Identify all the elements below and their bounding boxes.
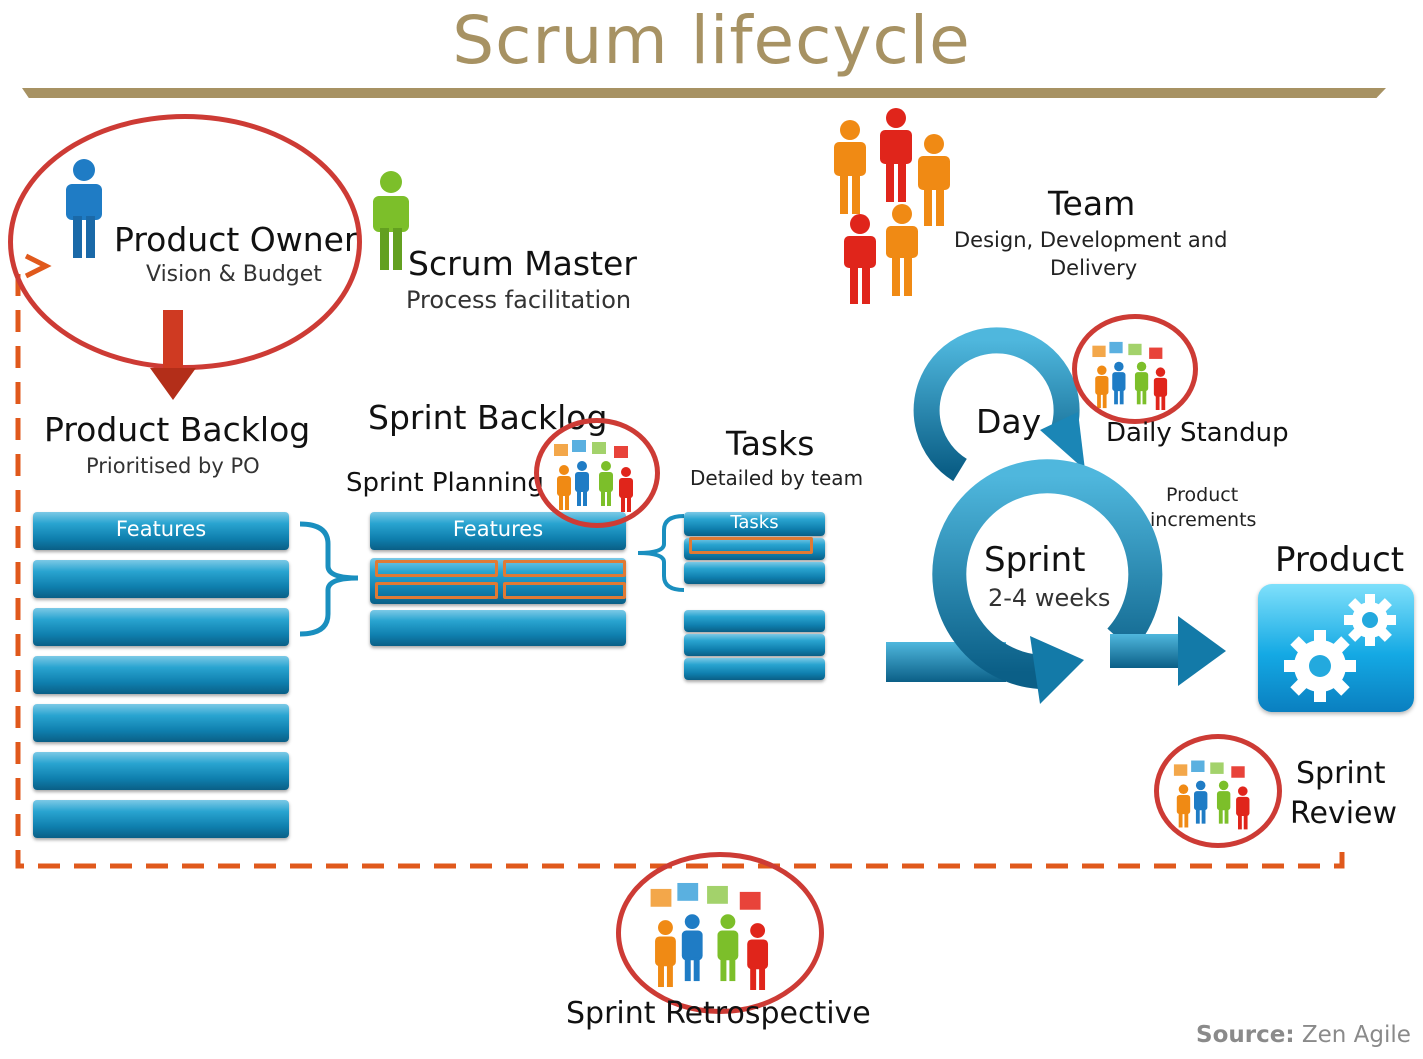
sprint-review-line1: Sprint bbox=[1296, 756, 1386, 791]
sprint-planning-label: Sprint Planning bbox=[346, 468, 544, 498]
title-rule bbox=[22, 88, 1386, 98]
feature-highlight bbox=[375, 582, 498, 599]
task-item bbox=[684, 562, 825, 584]
product-owner-ring bbox=[8, 114, 362, 370]
product-backlog-subtitle: Prioritised by PO bbox=[86, 454, 260, 478]
product-backlog-item bbox=[33, 656, 289, 694]
product-backlog-item bbox=[33, 800, 289, 838]
team-people-icon bbox=[834, 108, 950, 304]
product-backlog-item bbox=[33, 608, 289, 646]
task-item bbox=[684, 538, 825, 560]
gears-icon bbox=[1284, 594, 1396, 702]
retrospective-ring bbox=[616, 852, 824, 1014]
product-label: Product bbox=[1275, 540, 1405, 580]
task-item bbox=[684, 634, 825, 656]
feature-highlight bbox=[375, 560, 498, 577]
down-arrow-icon bbox=[150, 310, 196, 400]
task-brace-icon bbox=[637, 514, 685, 592]
day-label: Day bbox=[976, 402, 1042, 441]
team-desc-line1: Design, Development and bbox=[954, 228, 1228, 252]
product-backlog-header: Features bbox=[33, 512, 289, 550]
product-increments-line2: increments bbox=[1150, 509, 1257, 531]
sprint-label: Sprint bbox=[984, 540, 1086, 580]
sprint-review-ring bbox=[1154, 734, 1282, 848]
product-backlog-title: Product Backlog bbox=[44, 410, 311, 449]
feature-highlight bbox=[503, 560, 626, 577]
product-increments-line1: Product bbox=[1166, 484, 1239, 506]
task-item bbox=[684, 658, 825, 680]
retrospective-label: Sprint Retrospective bbox=[566, 996, 871, 1031]
product-backlog-item bbox=[33, 752, 289, 790]
team-label: Team bbox=[1048, 184, 1136, 223]
product-backlog-item bbox=[33, 704, 289, 742]
page-title: Scrum lifecycle bbox=[452, 2, 971, 79]
source-prefix: Source: bbox=[1196, 1022, 1295, 1048]
sprint-planning-ring bbox=[534, 418, 660, 528]
daily-standup-ring bbox=[1072, 314, 1198, 424]
tasks-header: Tasks bbox=[684, 512, 825, 536]
scrum-master-label: Scrum Master bbox=[408, 244, 637, 283]
daily-standup-label: Daily Standup bbox=[1106, 418, 1289, 448]
sprint-duration: 2-4 weeks bbox=[988, 584, 1111, 612]
task-highlight bbox=[689, 537, 813, 554]
tasks-title: Tasks bbox=[726, 424, 815, 463]
feature-highlight bbox=[503, 582, 626, 599]
task-item bbox=[684, 610, 825, 632]
scrum-master-desc: Process facilitation bbox=[406, 286, 632, 314]
tasks-subtitle: Detailed by team bbox=[690, 466, 864, 490]
scrum-master-person-icon bbox=[373, 171, 409, 270]
team-desc-line2: Delivery bbox=[1050, 256, 1138, 280]
source-name: Zen Agile bbox=[1301, 1022, 1411, 1048]
selection-brace-icon bbox=[299, 521, 359, 637]
sprint-review-line2: Review bbox=[1290, 796, 1398, 831]
product-backlog-item bbox=[33, 560, 289, 598]
sprint-backlog-header: Features bbox=[370, 512, 626, 550]
product-box bbox=[1258, 584, 1414, 712]
sprint-backlog-item bbox=[370, 610, 626, 646]
